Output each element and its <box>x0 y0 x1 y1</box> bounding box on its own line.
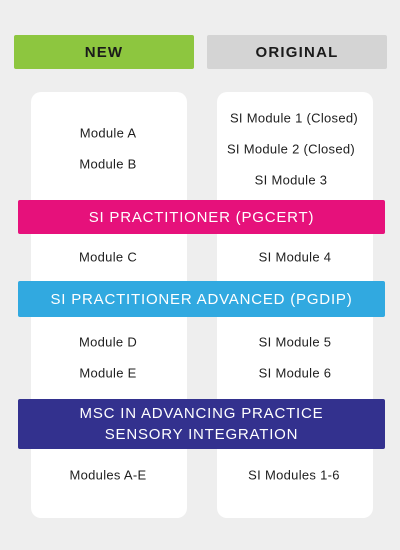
pgcert-label: SI PRACTITIONER (PGCERT) <box>88 208 315 226</box>
modules-a-e: Modules A-E <box>69 467 147 483</box>
si-module-2: SI Module 2 (Closed) <box>226 141 356 157</box>
si-module-5: SI Module 5 <box>258 334 332 350</box>
msc-band: MSC IN ADVANCING PRACTICE SENSORY INTEGR… <box>18 399 385 449</box>
msc-label-line2: SENSORY INTEGRATION <box>104 426 299 443</box>
si-module-1: SI Module 1 (Closed) <box>229 110 359 126</box>
si-module-4: SI Module 4 <box>258 249 332 265</box>
si-module-6: SI Module 6 <box>258 365 332 381</box>
msc-label-line1: MSC IN ADVANCING PRACTICE <box>79 405 324 422</box>
pgdip-label: SI PRACTITIONER ADVANCED (PGDIP) <box>50 290 353 308</box>
pgcert-band: SI PRACTITIONER (PGCERT) <box>18 200 385 234</box>
si-module-3: SI Module 3 <box>254 172 328 188</box>
module-c: Module C <box>78 249 138 265</box>
module-d: Module D <box>78 334 138 350</box>
module-b: Module B <box>79 156 137 172</box>
original-header: ORIGINAL <box>207 35 387 69</box>
module-e: Module E <box>79 365 137 381</box>
new-header: NEW <box>14 35 194 69</box>
pgdip-band: SI PRACTITIONER ADVANCED (PGDIP) <box>18 281 385 317</box>
module-a: Module A <box>79 125 137 141</box>
si-modules-1-6: SI Modules 1-6 <box>248 467 340 483</box>
